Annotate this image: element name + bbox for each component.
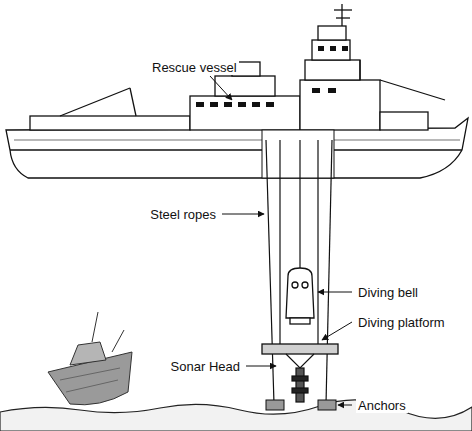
rescue-vessel [6, 4, 468, 178]
ship-label: Rescue vessel [150, 60, 239, 75]
anchor-label: Anchors [356, 398, 408, 413]
diving-platform [262, 344, 338, 354]
wreck [48, 312, 132, 405]
bell-label: Diving bell [356, 285, 420, 300]
platform-label: Diving platform [356, 315, 447, 330]
steel-rope [266, 140, 332, 404]
anchor [266, 400, 336, 410]
rope-label: Steel ropes [148, 207, 218, 222]
diving-bell [286, 268, 314, 324]
leader-arrow [210, 76, 352, 405]
sonar-head [286, 354, 314, 402]
sonar-label: Sonar Head [169, 359, 242, 374]
